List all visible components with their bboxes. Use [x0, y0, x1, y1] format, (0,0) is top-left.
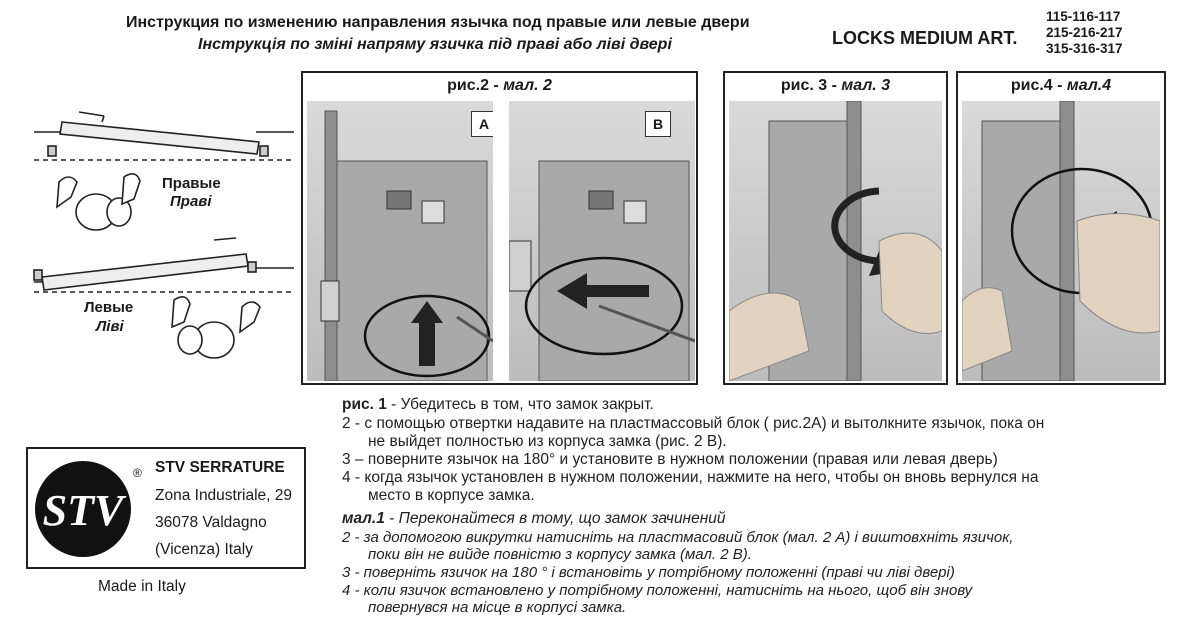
figure-3-title: рис. 3 - мал. 3	[725, 77, 946, 95]
article-codes: 115-116-117 215-216-217 315-316-317	[1046, 9, 1123, 57]
stv-logo-text: STV	[43, 486, 127, 535]
figure-2-label-ru: рис.2 -	[447, 77, 499, 94]
lock-photo-2a	[320, 110, 493, 381]
company-box	[26, 447, 306, 569]
left-door-label-ru: Левые	[84, 299, 134, 316]
instruction-ua-4: 4 - коли язичок встановлено у потрібному…	[342, 582, 973, 599]
instruction-ua-1: мал.1 - Переконайтеся в тому, що замок з…	[342, 510, 725, 528]
instruction-ru-1-label: рис. 1	[342, 396, 387, 413]
photo-2b: B	[509, 101, 695, 381]
right-door-drawing	[34, 111, 294, 231]
left-door-drawing	[33, 237, 294, 359]
photo-tag-b: B	[645, 111, 671, 137]
title-ua: Інструкція по зміні напряму язичка під п…	[198, 36, 672, 53]
photo-3	[729, 101, 942, 381]
figure-3-panel: рис. 3 - мал. 3	[723, 71, 948, 385]
right-door-label-ua: Праві	[170, 193, 212, 210]
right-door-label-ru: Правые	[162, 175, 221, 192]
lock-photo-2b	[509, 160, 695, 381]
figure-3-label-ru: рис. 3 -	[780, 77, 837, 94]
article-code: 215-216-217	[1046, 25, 1123, 40]
instruction-ru-1-text: - Убедитесь в том, что замок закрыт.	[386, 396, 654, 413]
stv-logo: STV ®	[35, 461, 142, 557]
article-code: 315-316-317	[1046, 41, 1123, 56]
instruction-ru-1: рис. 1 - Убедитесь в том, что замок закр…	[342, 396, 654, 414]
instruction-ua-2b: поки він не вийде повністю з корпусу зам…	[368, 546, 752, 563]
figure-4-label-ru: рис.4 -	[1010, 77, 1063, 94]
lock-photo-4	[962, 101, 1160, 381]
title-ru: Инструкция по изменению направления языч…	[126, 14, 750, 31]
figure-2-panel: рис.2 - мал. 2 A B	[301, 71, 698, 385]
instruction-ua-2: 2 - за допомогою викрутки натисніть на п…	[342, 529, 1014, 546]
figure-2-label-ua: мал. 2	[503, 77, 552, 94]
photo-tag-a: A	[471, 111, 493, 137]
company-name: STV SERRATURE	[155, 459, 285, 476]
instruction-ua-4b: повернувся на місце в корпусі замка.	[368, 599, 627, 616]
door-direction-diagram	[33, 111, 294, 359]
company-address-1: Zona Industriale, 29	[155, 487, 293, 504]
instruction-ru-4b: место в корпусе замка.	[368, 487, 535, 504]
registered-mark: ®	[133, 466, 142, 480]
instruction-ru-2b: не выйдет полностью из корпуса замка (ри…	[368, 433, 727, 450]
lock-photo-3	[729, 101, 942, 381]
made-in-italy: Made in Italy	[98, 578, 186, 595]
instruction-ua-3: 3 - поверніть язичок на 180 ° і встанові…	[342, 564, 955, 581]
figure-4-panel: рис.4 - мал.4	[956, 71, 1166, 385]
figure-4-label-ua: мал.4	[1066, 77, 1112, 94]
figure-4-title: рис.4 - мал.4	[958, 77, 1164, 95]
figure-3-label-ua: мал. 3	[841, 77, 891, 94]
figure-2-title: рис.2 - мал. 2	[303, 77, 696, 95]
left-door-label-ua: Ліві	[96, 318, 124, 335]
article-code: 115-116-117	[1046, 9, 1121, 24]
company-address-2: 36078 Valdagno	[155, 514, 267, 531]
photo-4	[962, 101, 1160, 381]
photo-2a: A	[307, 101, 493, 381]
instruction-ua-1-label: мал.1	[342, 510, 385, 527]
instruction-ru-3: 3 – поверните язычок на 180° и установит…	[342, 451, 998, 468]
brand-title: LOCKS MEDIUM ART.	[832, 28, 1018, 48]
instruction-ru-2: 2 - с помощью отвертки надавите на пласт…	[342, 415, 1045, 432]
instruction-ru-4: 4 - когда язычок установлен в нужном пол…	[342, 469, 1039, 486]
instruction-ua-1-text: - Переконайтеся в тому, що замок зачинен…	[384, 510, 726, 527]
company-address-3: (Vicenza) Italy	[155, 541, 253, 558]
